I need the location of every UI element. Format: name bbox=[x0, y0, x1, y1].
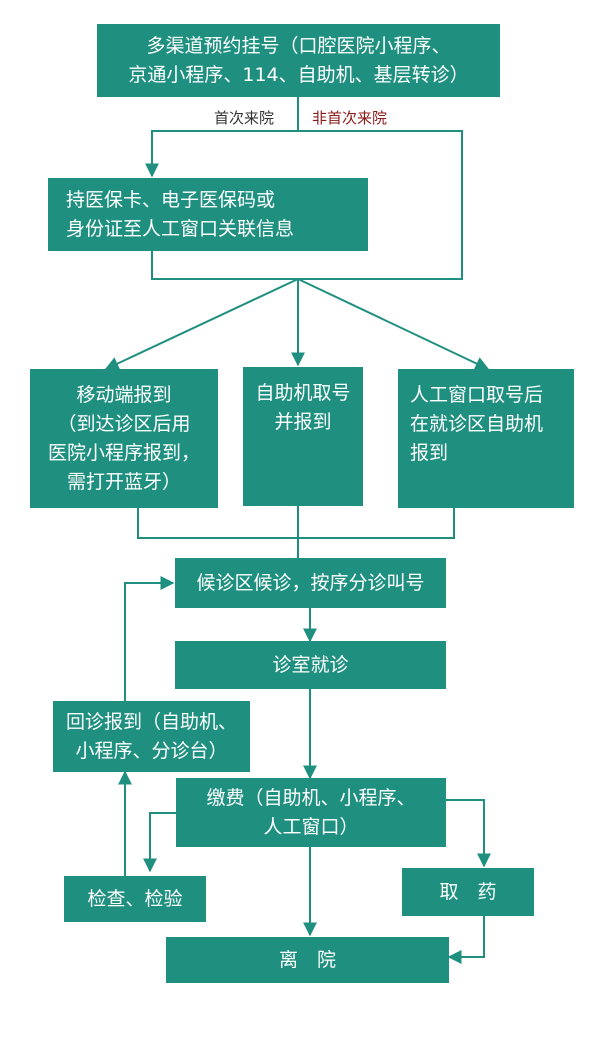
mobile-checkin-line-4: 需打开蓝牙） bbox=[66, 470, 181, 493]
discharge-line-1: 离 院 bbox=[278, 948, 336, 971]
mobile-checkin-line-2: （到达诊区后用 bbox=[57, 412, 191, 435]
branch-label-repeat-visit: 非首次来院 bbox=[312, 109, 388, 127]
waiting-line-1: 候诊区候诊，按序分诊叫号 bbox=[196, 571, 425, 594]
revisit-checkin-line-1: 回诊报到（自助机、 bbox=[65, 710, 237, 733]
consultation-box: 诊室就诊 bbox=[175, 641, 446, 689]
connector-to-window bbox=[297, 278, 490, 370]
connector-pharmacy-to-discharge bbox=[447, 916, 485, 964]
mobile-checkin-line-1: 移动端报到 bbox=[76, 383, 172, 406]
connector-revisit-to-waiting bbox=[124, 576, 175, 701]
kiosk-checkin-box: 自助机取号 并报到 bbox=[243, 367, 363, 506]
waiting-box: 候诊区候诊，按序分诊叫号 bbox=[175, 558, 446, 608]
register-line-1: 多渠道预约挂号（口腔医院小程序、 bbox=[146, 34, 451, 57]
mobile-checkin-box: 移动端报到 （到达诊区后用 医院小程序报到， 需打开蓝牙） bbox=[30, 369, 218, 508]
mobile-checkin-line-3: 医院小程序报到， bbox=[47, 441, 200, 464]
connector-link-info-down bbox=[151, 251, 298, 280]
examination-box: 检查、检验 bbox=[64, 876, 206, 922]
register-line-2: 京通小程序、114、自助机、基层转诊） bbox=[128, 63, 469, 86]
branch-label-first-visit: 首次来院 bbox=[214, 109, 275, 127]
connector-merge bbox=[137, 508, 455, 539]
connector-to-mobile bbox=[104, 278, 299, 370]
window-checkin-box: 人工窗口取号后 在就诊区自助机 报到 bbox=[398, 369, 574, 508]
link-info-line-1: 持医保卡、电子医保码或 bbox=[66, 188, 276, 211]
consultation-line-1: 诊室就诊 bbox=[272, 653, 349, 676]
window-checkin-line-1: 人工窗口取号后 bbox=[410, 384, 544, 406]
connector-first-visit bbox=[145, 130, 298, 178]
connector-payment-to-pharmacy bbox=[446, 799, 491, 868]
register-box: 多渠道预约挂号（口腔医院小程序、 京通小程序、114、自助机、基层转诊） bbox=[97, 24, 500, 97]
pharmacy-line-1: 取 药 bbox=[439, 880, 497, 903]
link-info-box: 持医保卡、电子医保码或 身份证至人工窗口关联信息 bbox=[48, 178, 368, 251]
revisit-checkin-line-2: 小程序、分诊台） bbox=[75, 739, 228, 762]
window-checkin-line-2: 在就诊区自助机 bbox=[410, 413, 544, 435]
connector-payment-to-exam bbox=[143, 812, 176, 873]
payment-line-2: 人工窗口） bbox=[263, 815, 359, 838]
discharge-box: 离 院 bbox=[166, 937, 449, 983]
connector-repeat-visit bbox=[298, 130, 463, 280]
examination-line-1: 检查、检验 bbox=[87, 887, 183, 910]
payment-box: 缴费（自助机、小程序、 人工窗口） bbox=[176, 778, 446, 847]
window-checkin-line-3: 报到 bbox=[410, 442, 449, 464]
kiosk-checkin-line-1: 自助机取号 bbox=[255, 382, 351, 404]
revisit-checkin-box: 回诊报到（自助机、 小程序、分诊台） bbox=[53, 701, 250, 772]
pharmacy-box: 取 药 bbox=[402, 868, 534, 916]
link-info-line-2: 身份证至人工窗口关联信息 bbox=[66, 217, 295, 240]
kiosk-checkin-line-2: 并报到 bbox=[274, 411, 332, 433]
payment-line-1: 缴费（自助机、小程序、 bbox=[206, 786, 416, 809]
